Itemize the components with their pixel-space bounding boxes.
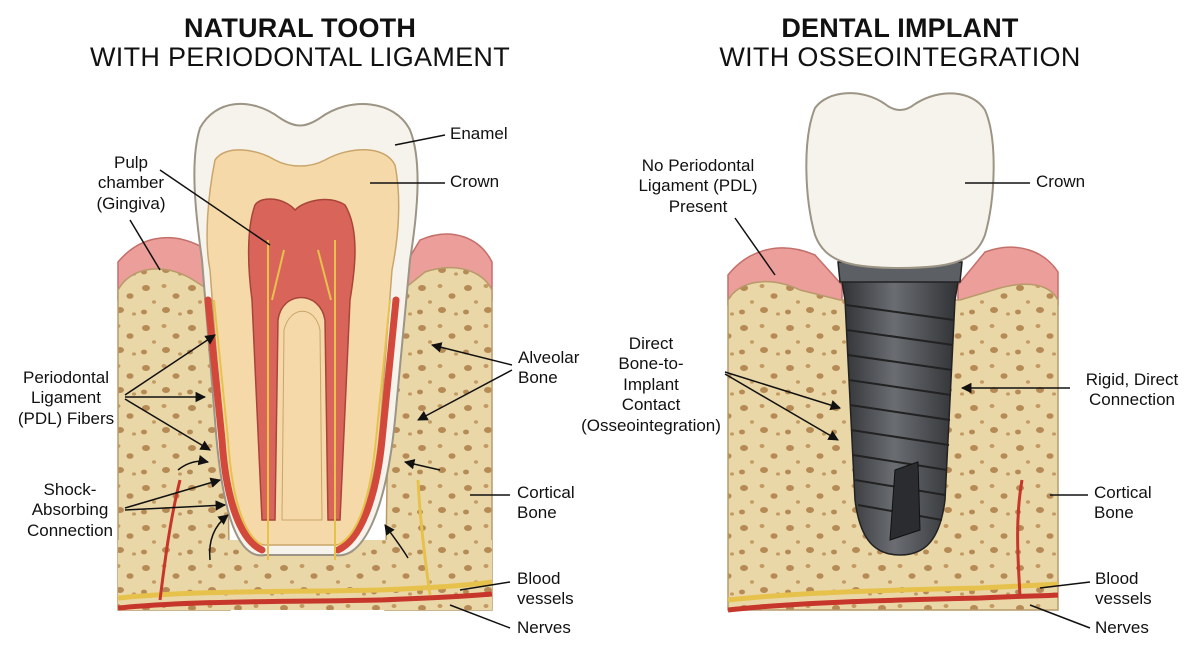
leader-blood-left (459, 581, 511, 591)
right-panel-title: DENTAL IMPLANT WITH OSSEOINTEGRATION (680, 13, 1120, 73)
leader-enamel (394, 134, 446, 146)
label-nerves-right: Nerves (1095, 618, 1149, 637)
leader-pdl-1 (124, 334, 216, 396)
left-vessel-branch-2 (416, 479, 432, 596)
leader-shock-arc-2 (208, 514, 229, 561)
label-pulp-line2: chamber (97, 173, 165, 193)
label-nopdl-line1: No Periodontal (641, 156, 755, 175)
label-blood-vessels-right: Blood vessels (1095, 569, 1152, 610)
label-no-pdl: No Periodontal Ligament (PDL) Present (628, 156, 768, 217)
leader-lines (124, 134, 1091, 629)
label-cortical-left-line2: Bone (517, 503, 557, 523)
pdl-fibers-right (334, 296, 400, 554)
leader-direct-2 (724, 373, 839, 441)
natural-tooth-illustration (117, 102, 493, 611)
label-direct-line4: Contact (621, 395, 681, 415)
leader-shock-2 (124, 500, 227, 511)
label-alveolar-bone: Alveolar Bone (518, 348, 579, 389)
label-crown-right: Crown (1036, 172, 1086, 191)
leader-shock-right (403, 458, 441, 471)
implant-apical-groove (889, 461, 921, 541)
label-nopdl-line2: Ligament (PDL) (638, 176, 758, 196)
label-crown-left: Crown (450, 172, 500, 191)
label-shock-line1: Shock- (43, 480, 97, 499)
implant-threads (845, 304, 955, 521)
label-direct-line3: Implant (623, 374, 679, 394)
leader-direct-1 (724, 371, 842, 411)
label-cortical-bone-right: Cortical Bone (1094, 483, 1152, 524)
pdl-fibers-right-nerve (337, 299, 391, 546)
label-pulp-line1: Pulp (113, 153, 149, 172)
leader-nerves-left (449, 604, 511, 629)
left-title: NATURAL TOOTH (183, 13, 417, 43)
left-panel-title: NATURAL TOOTH WITH PERIODONTAL LIGAMENT (70, 13, 530, 73)
label-pdl-line1: Periodontal (22, 368, 109, 387)
leader-gingiva (129, 219, 161, 271)
leader-shock-right-2 (384, 524, 409, 559)
pdl-fibers-left (204, 296, 266, 554)
right-blood-vessel (727, 592, 1059, 613)
leader-nerves-right (1029, 604, 1091, 629)
label-cortical-left-line1: Cortical (517, 483, 575, 502)
label-nerves-left: Nerves (517, 618, 571, 637)
pdl-fibers-left-nerve (213, 299, 263, 546)
leader-nopdl (734, 217, 776, 276)
pulp-chamber (247, 198, 356, 521)
label-pdl-fibers: Periodontal Ligament (PDL) Fibers (6, 368, 126, 429)
leader-alveolar-1 (430, 342, 513, 366)
right-subtitle: WITH OSSEOINTEGRATION (719, 42, 1081, 73)
leader-shock-arc-1 (177, 455, 210, 471)
left-nerve (117, 579, 493, 601)
label-cortical-right-line1: Cortical (1094, 483, 1152, 502)
label-cortical-right-line2: Bone (1094, 503, 1134, 523)
inter-canal-dentin (281, 310, 323, 521)
leader-pulp (159, 169, 271, 246)
leader-pdl-3 (124, 398, 211, 451)
label-rigid-line2: Connection (1088, 390, 1175, 410)
label-nopdl-line3: Present (668, 196, 728, 216)
label-shock-line3: Connection (26, 520, 113, 540)
canal-vessel-right (317, 240, 336, 560)
label-pdl-line3: (PDL) Fibers (17, 408, 115, 428)
label-shock-line2: Absorbing (31, 500, 109, 520)
label-blood-right-line1: Blood (1095, 569, 1139, 588)
label-shock-absorbing: Shock- Absorbing Connection (14, 480, 126, 541)
label-rigid-connection: Rigid, Direct Connection (1072, 370, 1192, 411)
label-pdl-line2: Ligament (31, 388, 101, 408)
label-alveolar-line1: Alveolar (518, 348, 580, 367)
label-blood-left-line2: vessels (517, 589, 574, 609)
label-alveolar-line2: Bone (518, 368, 558, 388)
label-direct-line5: (Osseointegration) (581, 415, 721, 435)
dental-implant-illustration (727, 92, 1059, 613)
label-direct-contact: Direct Bone-to- Implant Contact (Osseoin… (566, 334, 736, 436)
leader-blood-right (1039, 581, 1091, 589)
right-title: DENTAL IMPLANT (781, 13, 1019, 43)
label-blood-right-line2: vessels (1095, 589, 1152, 609)
right-nerve (727, 581, 1059, 603)
label-pulp-line3: (Gingiva) (96, 193, 166, 213)
label-blood-left-line1: Blood (517, 569, 561, 588)
leader-alveolar-2 (417, 369, 513, 421)
left-subtitle: WITH PERIODONTAL LIGAMENT (89, 42, 511, 73)
label-enamel: Enamel (450, 124, 508, 143)
label-pulp-chamber: Pulp chamber (Gingiva) (86, 153, 176, 214)
label-direct-line1: Direct (628, 334, 674, 353)
implant-crown (805, 92, 995, 270)
label-blood-vessels-left: Blood vessels (517, 569, 574, 610)
label-rigid-line1: Rigid, Direct (1085, 370, 1179, 389)
left-blood-vessel (117, 591, 493, 611)
label-cortical-bone-left: Cortical Bone (517, 483, 575, 524)
canal-vessel-left (267, 240, 285, 560)
right-vessel-branch (1016, 479, 1024, 597)
leader-shock-1 (124, 477, 222, 509)
label-direct-line2: Bone-to- (618, 354, 684, 374)
